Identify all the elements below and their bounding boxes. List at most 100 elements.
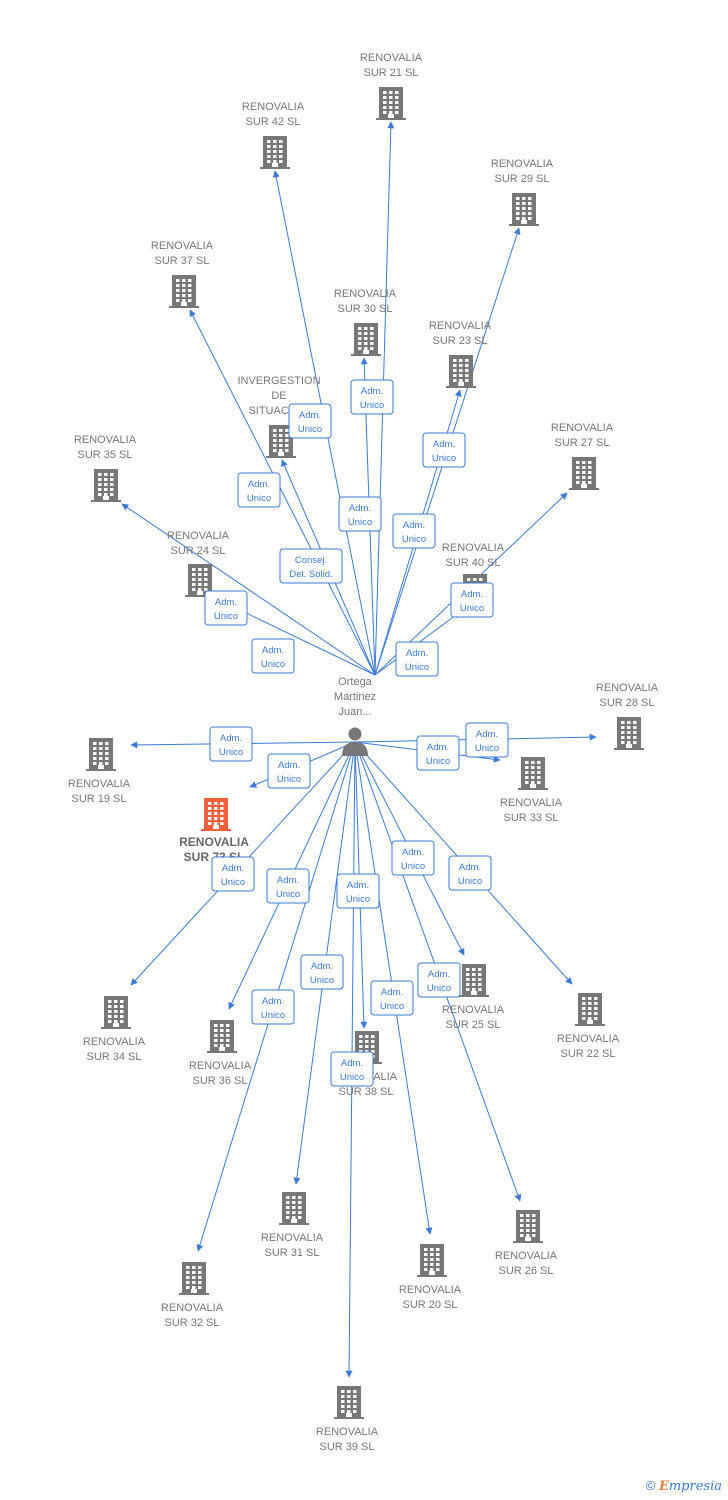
company-label-line: SUR 19 SL bbox=[71, 793, 126, 805]
relation-label-sur40[interactable]: Adm.Unico bbox=[395, 641, 439, 677]
relation-label-sur28[interactable]: Adm. Unico bbox=[465, 722, 509, 758]
company-label-line: SUR 34 SL bbox=[86, 1051, 141, 1063]
building-icon bbox=[376, 87, 406, 120]
company-label-line: SUR 26 SL bbox=[498, 1265, 553, 1277]
company-node-sur20[interactable]: RENOVALIA SUR 20 SL bbox=[399, 1244, 462, 1311]
relation-text: Adm. bbox=[262, 996, 284, 1007]
company-label-line: SUR 27 SL bbox=[554, 437, 609, 449]
company-label-line: RENOVALIA bbox=[500, 797, 563, 809]
relation-text: Unico bbox=[340, 1072, 364, 1083]
relation-label-sur38[interactable]: Adm.Unico bbox=[336, 873, 380, 909]
building-icon bbox=[513, 1210, 543, 1243]
relation-label-sur35[interactable]: Adm.Unico bbox=[204, 590, 248, 626]
company-label-line: SUR 35 SL bbox=[77, 449, 132, 461]
relation-text: Adm. bbox=[406, 648, 428, 659]
relation-label-sur73[interactable]: Adm.Unico bbox=[267, 753, 311, 789]
relation-text: Adm. bbox=[427, 742, 449, 753]
building-icon bbox=[260, 136, 290, 169]
relation-text: Unico bbox=[214, 611, 238, 622]
relation-label-sur24[interactable]: Adm.Unico bbox=[251, 638, 295, 674]
building-icon bbox=[334, 1386, 364, 1419]
building-icon bbox=[169, 275, 199, 308]
building-icon bbox=[266, 425, 296, 458]
company-label-line: RENOVALIA bbox=[429, 320, 492, 332]
relation-text: Adm. bbox=[222, 863, 244, 874]
person-icon bbox=[342, 727, 368, 756]
relation-label-invergestion[interactable]: Consej.Del. Solid. bbox=[279, 548, 343, 584]
relation-label-sur32[interactable]: Adm.Unico bbox=[251, 989, 295, 1025]
company-label-line: SUR 31 SL bbox=[264, 1247, 319, 1259]
building-icon bbox=[101, 996, 131, 1029]
relation-label-sur21[interactable]: Adm.Unico bbox=[350, 379, 394, 415]
relation-text: Unico bbox=[346, 894, 370, 905]
relation-label-sur29[interactable]: Adm.Unico bbox=[422, 432, 466, 468]
relation-text: Adm. bbox=[403, 520, 425, 531]
company-label-line: SUR 20 SL bbox=[402, 1299, 457, 1311]
relation-text: Unico bbox=[458, 876, 482, 887]
relation-text: Unico bbox=[475, 743, 499, 754]
company-label-line: SUR 37 SL bbox=[154, 255, 209, 267]
relation-text: Unico bbox=[380, 1001, 404, 1012]
relation-label-sur23[interactable]: Adm.Unico bbox=[392, 513, 436, 549]
company-label-line: RENOVALIA bbox=[399, 1284, 462, 1296]
company-label-line: RENOVALIA bbox=[242, 101, 305, 113]
relation-label-sur33[interactable]: Adm.Unico bbox=[416, 735, 460, 771]
relation-text: Unico bbox=[261, 659, 285, 670]
relation-label-sur34[interactable]: Adm. Unico bbox=[211, 856, 255, 892]
relation-text: Adm. bbox=[402, 847, 424, 858]
relation-text: Del. Solid. bbox=[289, 569, 332, 580]
relation-label-sur26[interactable]: Adm.Unico bbox=[417, 962, 461, 998]
footer-brand[interactable]: © Empresia bbox=[646, 1478, 722, 1494]
relation-label-sur19[interactable]: Adm.Unico bbox=[209, 726, 253, 762]
relation-label-sur36[interactable]: Adm.Unico bbox=[266, 868, 310, 904]
company-node-invergestion[interactable]: INVERGESTIONDESITUACIO... bbox=[237, 375, 321, 458]
company-label-line: RENOVALIA bbox=[442, 1004, 505, 1016]
building-icon bbox=[201, 798, 231, 831]
building-icon bbox=[459, 964, 489, 997]
relation-text: Adm. bbox=[349, 503, 371, 514]
relation-text: Unico bbox=[221, 877, 245, 888]
company-label-line: RENOVALIA bbox=[551, 422, 614, 434]
relation-label-sur22[interactable]: Adm. Unico bbox=[448, 855, 492, 891]
relation-text: Adm. bbox=[341, 1058, 363, 1069]
relation-label-sur20[interactable]: Adm.Unico bbox=[370, 980, 414, 1016]
relation-text: Unico bbox=[310, 975, 334, 986]
company-label-line: SUR 30 SL bbox=[337, 303, 392, 315]
relation-text: Adm. bbox=[476, 729, 498, 740]
relation-label-sur39[interactable]: Adm. Unico bbox=[330, 1051, 374, 1087]
building-icon bbox=[179, 1262, 209, 1295]
company-label-line: SUR 33 SL bbox=[503, 812, 558, 824]
relation-text: Adm. bbox=[459, 862, 481, 873]
relation-label-sur27[interactable]: Adm.Unico bbox=[450, 582, 494, 618]
relation-label-sur37[interactable]: Adm.Unico bbox=[237, 472, 281, 508]
relation-text: Unico bbox=[432, 453, 456, 464]
edge-sur37 bbox=[189, 309, 376, 676]
relation-label-sur25[interactable]: Adm.Unico bbox=[391, 840, 435, 876]
relation-label-sur30[interactable]: Adm.Unico bbox=[338, 496, 382, 532]
company-label-line: SUR 38 SL bbox=[338, 1086, 393, 1098]
company-node-sur27[interactable]: RENOVALIA SUR 27 SL bbox=[551, 422, 614, 490]
relation-label-sur31[interactable]: Adm.Unico bbox=[300, 954, 344, 990]
relation-label-sur42[interactable]: Adm.Unico bbox=[288, 403, 332, 439]
person-node[interactable]: OrtegaMartinezJuan... bbox=[334, 676, 376, 756]
company-node-sur33[interactable]: RENOVALIA SUR 33 SL bbox=[500, 757, 563, 824]
